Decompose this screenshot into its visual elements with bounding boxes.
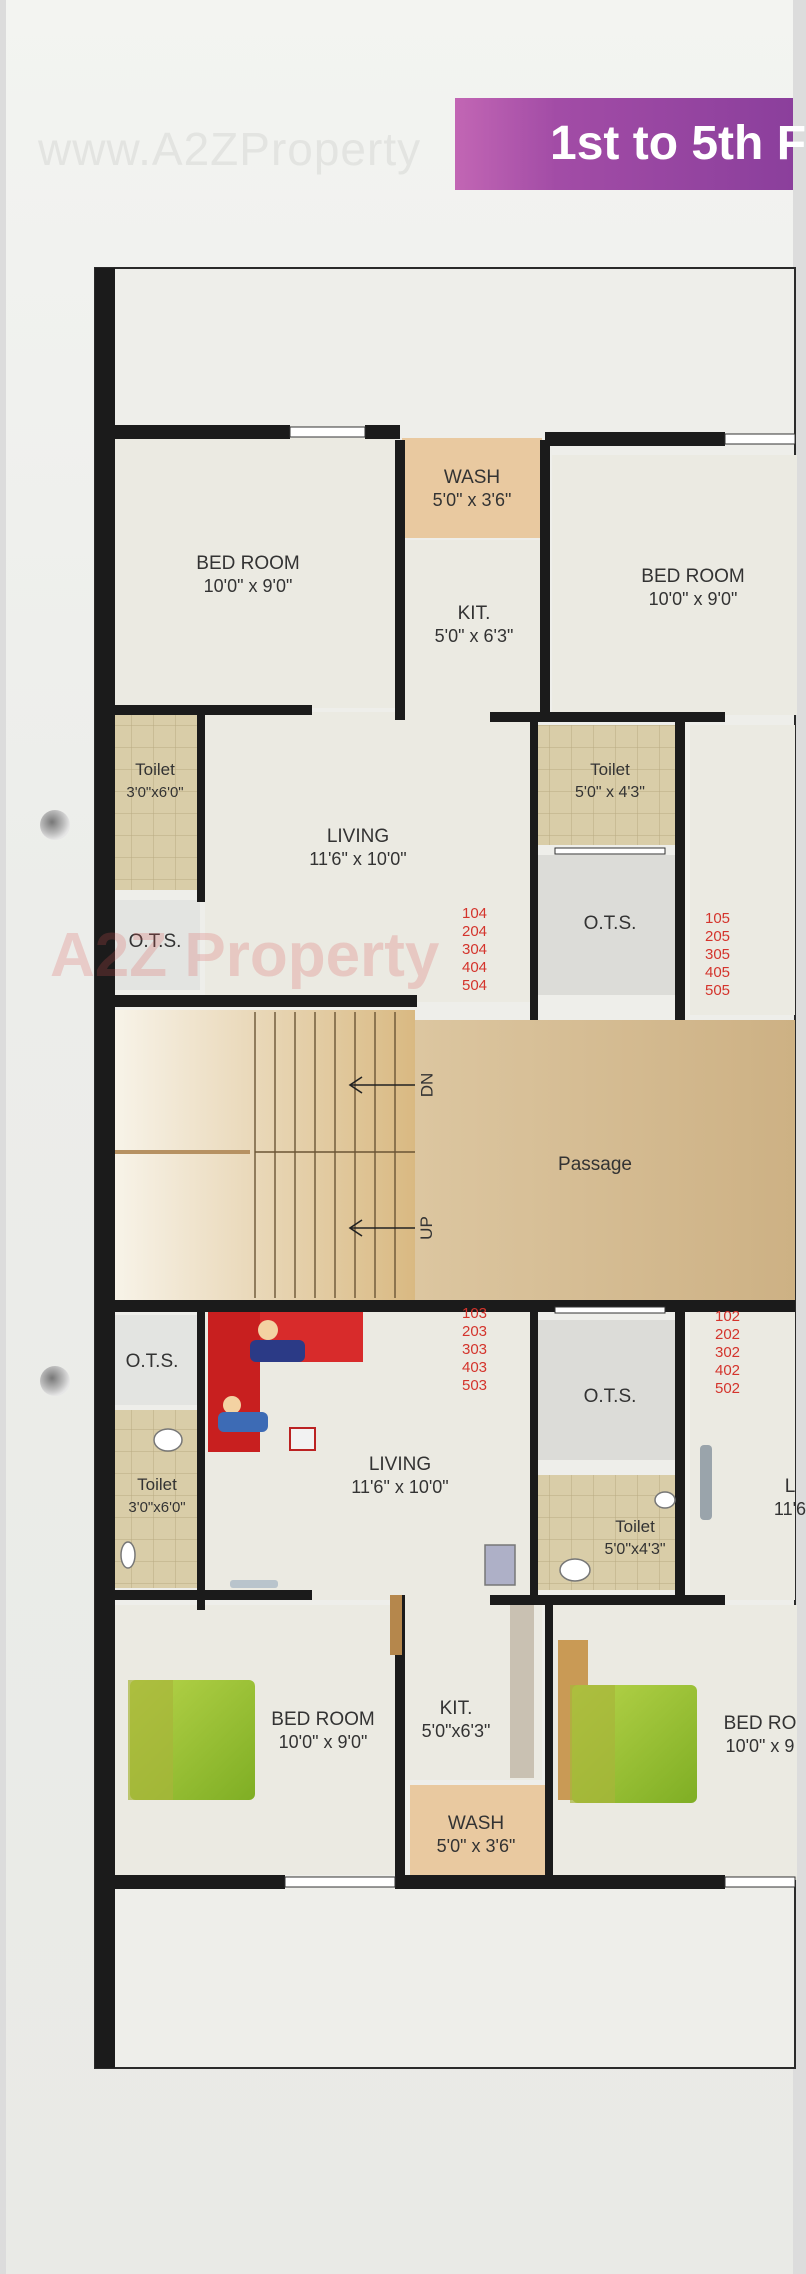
top-toilet-right-floor <box>535 725 685 845</box>
room-name: BED ROOM <box>641 566 745 587</box>
ots-label: O.T.S. <box>125 1351 179 1372</box>
room-dim: 11'6" x 10'0" <box>309 849 407 869</box>
room-name: BED ROOM <box>271 1709 375 1730</box>
top-kitchen-floor <box>402 540 542 720</box>
wash-label: WASH 5'0" x 3'6" <box>433 466 512 512</box>
sofa-set <box>208 1312 363 1452</box>
room-dim: 5'0"x6'3" <box>421 1721 491 1741</box>
passage-floor <box>415 1020 795 1300</box>
stair-up-label: UP <box>416 1216 436 1240</box>
room-name: BED RO <box>723 1713 797 1734</box>
bottom-wash-floor <box>410 1785 545 1885</box>
flat-numbers: 104 204 304 404 504 <box>462 905 488 994</box>
ots-top-mid-floor <box>535 855 680 995</box>
binder-hole <box>40 810 70 840</box>
kitchen-counter <box>510 1600 534 1778</box>
room-name: KIT. <box>457 603 491 624</box>
toilet-label: Toilet 5'0" x 4'3" <box>575 758 645 804</box>
bed-left <box>128 1680 255 1800</box>
ots-label: O.T.S. <box>583 913 637 934</box>
room-name: BED ROOM <box>196 553 300 574</box>
stair-landing-edge <box>110 1150 250 1154</box>
bedroom-label: BED ROOM 10'0" x 9'0" <box>641 565 744 611</box>
windows <box>284 426 796 1888</box>
flat-numbers: 105 205 305 405 505 <box>705 910 731 999</box>
watermark-text: www.A2ZProperty <box>38 123 422 175</box>
ots-label: O.T.S. <box>128 931 182 952</box>
room-dim: 10'0" x 9 <box>725 1736 795 1756</box>
kitchen-door-frame <box>390 1595 402 1655</box>
tv-unit <box>230 1580 278 1588</box>
room-name: L <box>784 1476 796 1497</box>
ots-label: O.T.S. <box>583 1386 637 1407</box>
room-dim: 5'0" x 4'3" <box>575 784 645 801</box>
room-name: WASH <box>447 1813 505 1834</box>
stair-down-label: DN <box>417 1072 437 1098</box>
ots-bottom-mid-floor <box>535 1320 680 1460</box>
living-label: LIVING 11'6" x 10'0" <box>351 1453 448 1499</box>
stair-treads <box>254 1012 415 1298</box>
living-label: LIVING 11'6" x 10'0" <box>309 825 406 871</box>
room-dim: 3'0"x6'0" <box>126 784 184 801</box>
room-dim: 5'0" x 6'3" <box>434 626 514 646</box>
bedroom-label: BED ROOM 10'0" x 9'0" <box>196 552 299 598</box>
room-name: KIT. <box>439 1698 473 1719</box>
watermark-logo: A2Z Property <box>50 921 440 990</box>
room-name: Toilet <box>615 1517 655 1536</box>
room-name: LIVING <box>368 1454 432 1475</box>
tv-screen <box>700 1445 712 1520</box>
flat-numbers: 102 202 302 402 502 <box>715 1308 741 1397</box>
bedroom-label-partial: BED RO 10'0" x 9 <box>724 1712 797 1758</box>
flat-numbers: 103 203 303 403 503 <box>462 1305 488 1394</box>
toilet-label: Toilet 3'0"x6'0" <box>128 1473 185 1519</box>
floor-title-banner: 1st to 5th F <box>455 98 806 190</box>
bed-right <box>558 1640 697 1803</box>
stair-arrows <box>348 1076 420 1237</box>
top-wash-floor <box>402 438 542 538</box>
binder-hole <box>40 1366 70 1396</box>
living-label-partial: L 11'6 <box>774 1475 806 1521</box>
room-name: Toilet <box>137 1475 177 1494</box>
top-bedroom-right-floor <box>552 455 797 715</box>
top-toilet-left-floor <box>112 712 200 890</box>
room-name: Toilet <box>590 760 630 779</box>
room-dim: 11'6" x 10'0" <box>351 1477 449 1497</box>
room-dim: 5'0"x4'3" <box>604 1541 666 1558</box>
top-bedroom-left-floor <box>115 438 395 708</box>
toilet-label: Toilet 3'0"x6'0" <box>126 758 183 804</box>
room-dim: 5'0" x 3'6" <box>432 490 512 510</box>
room-dim: 5'0" x 3'6" <box>436 1836 516 1856</box>
wash-label: WASH 5'0" x 3'6" <box>437 1812 516 1858</box>
bedroom-label: BED ROOM 10'0" x 9'0" <box>271 1708 374 1754</box>
toilet-label: Toilet 5'0"x4'3" <box>604 1515 665 1561</box>
room-name: WASH <box>443 467 501 488</box>
kitchen-label: KIT. 5'0" x 6'3" <box>435 602 514 648</box>
room-dim: 10'0" x 9'0" <box>648 589 738 609</box>
room-dim: 10'0" x 9'0" <box>278 1732 368 1752</box>
room-dim: 3'0"x6'0" <box>128 1499 186 1516</box>
top-living-floor <box>205 712 530 1002</box>
kitchen-label: KIT. 5'0"x6'3" <box>422 1697 491 1743</box>
staircase-floor <box>110 1010 415 1300</box>
top-right-living-floor <box>690 725 795 1015</box>
room-dim: 11'6 <box>773 1499 806 1519</box>
room-name: LIVING <box>326 826 390 847</box>
walls <box>95 268 795 2068</box>
room-name: Toilet <box>135 760 175 779</box>
room-dim: 10'0" x 9'0" <box>203 576 293 596</box>
toilet-fixtures <box>120 1428 676 1586</box>
passage-label: Passage <box>558 1154 632 1175</box>
